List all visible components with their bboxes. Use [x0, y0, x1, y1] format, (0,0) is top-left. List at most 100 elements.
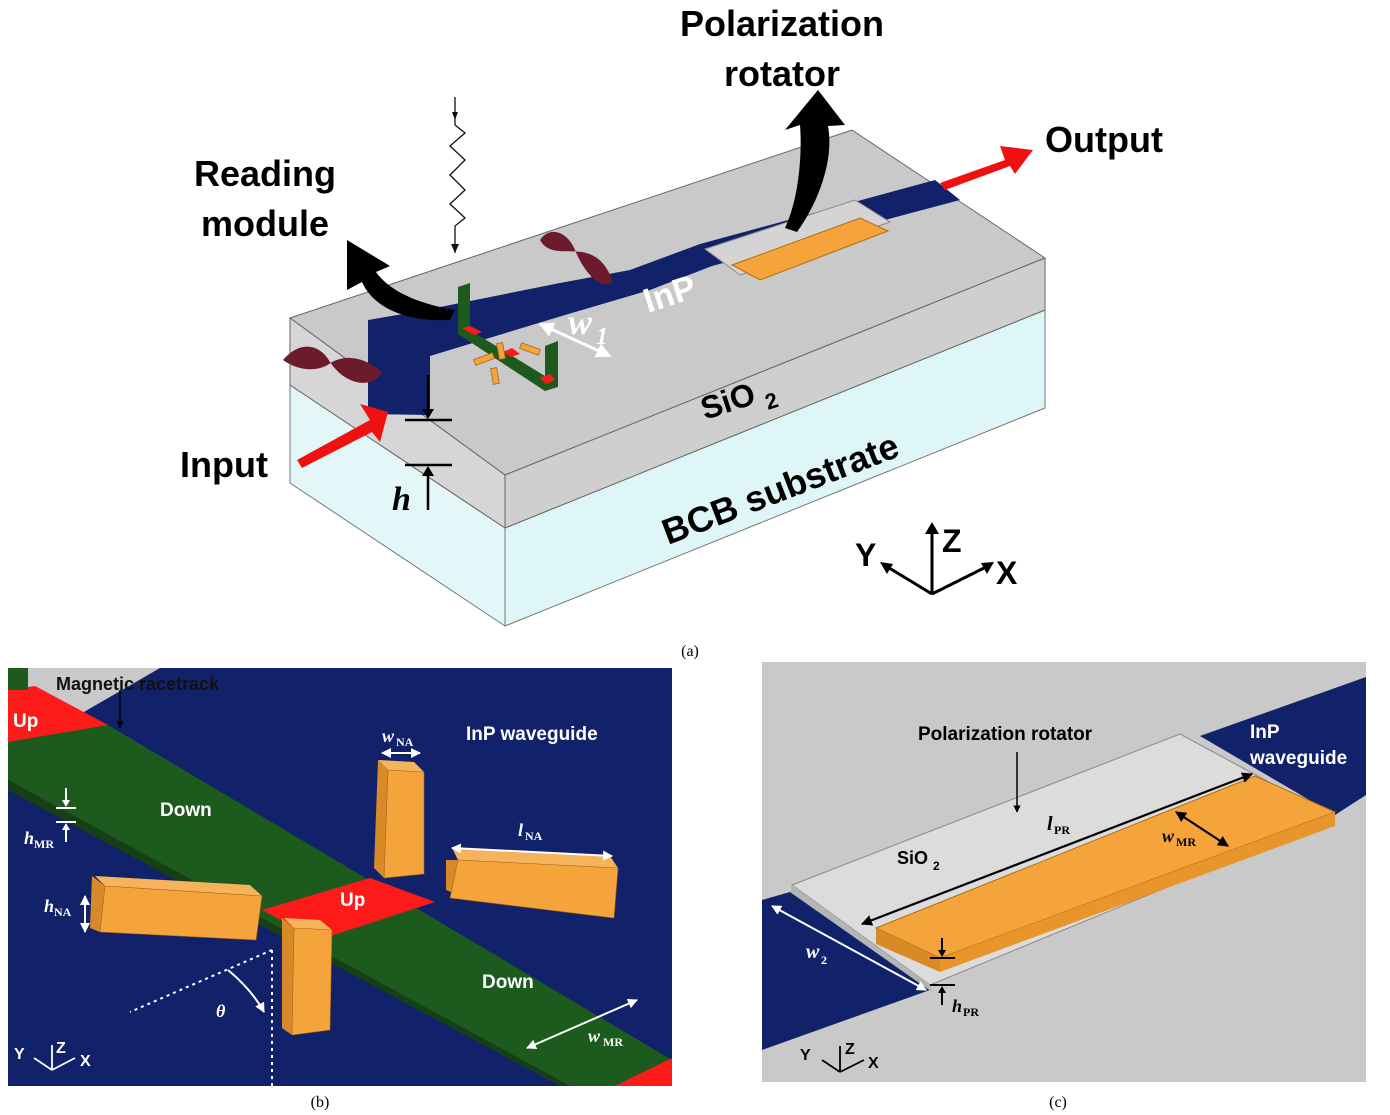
h-na-sub: NA — [54, 905, 72, 919]
l-na-sub: NA — [525, 829, 543, 843]
magnetic-racetrack-label: Magnetic racetrack — [56, 674, 220, 694]
zigzag-signal — [449, 97, 467, 253]
panel-b: Z Y X Magnetic racetrack InP waveguide U… — [8, 668, 672, 1111]
caption-b: (b) — [311, 1094, 330, 1111]
w-mr-label-b: w MR — [588, 1026, 623, 1049]
theta-ref-line — [129, 949, 273, 1013]
input-wave — [283, 346, 382, 383]
axis-x-b: X — [80, 1053, 91, 1070]
racetrack-red-3 — [540, 374, 555, 384]
nano-antenna-left — [90, 876, 263, 941]
w1-label: w 1 — [568, 302, 608, 350]
l-pr-dim — [860, 772, 1254, 926]
axes-c — [821, 1046, 865, 1073]
theta-label: θ — [216, 1001, 226, 1021]
axis-z-b: Z — [56, 1040, 66, 1057]
w-mr-base-c: w — [1162, 826, 1175, 846]
w-na-base: w — [382, 726, 395, 746]
inp-waveguide-front — [368, 320, 430, 415]
inp-label-c-1: InP — [1250, 722, 1280, 743]
w-mr-dim-c — [1175, 811, 1229, 847]
pr-gold-strip — [730, 217, 890, 281]
inp-label-c-2: waveguide — [1249, 748, 1347, 769]
racetrack-red-2 — [503, 348, 520, 357]
axis-x-c: X — [868, 1055, 879, 1072]
input-label: Input — [180, 444, 268, 485]
l-pr-label: l PR — [1047, 813, 1070, 837]
polarization-rotator-title-1: Polarization — [680, 3, 884, 44]
nano-antennas — [473, 342, 541, 385]
h-mr-base: h — [24, 828, 34, 848]
sio2-label-c: SiO 2 — [897, 848, 940, 873]
sio2-c-sub: 2 — [933, 859, 940, 873]
axis-y-b: Y — [14, 1046, 25, 1063]
axes-a — [885, 528, 989, 596]
w-mr-sub-c: MR — [1176, 835, 1196, 849]
output-label: Output — [1045, 119, 1163, 160]
polarization-rotator-title-2: rotator — [724, 53, 840, 94]
mid-wave — [540, 231, 613, 285]
racetrack-post-left — [458, 283, 470, 334]
theta-arc — [227, 969, 265, 1013]
w-mr-base-b: w — [588, 1026, 601, 1046]
axes-b — [33, 1045, 76, 1071]
axis-y-c: Y — [800, 1047, 811, 1064]
up-domain-bottom — [615, 1058, 672, 1086]
panel-c: Z Y X Polarization rotator InP waveguide… — [762, 662, 1366, 1111]
w2-dim — [771, 905, 927, 991]
h-pr-sub: PR — [963, 1005, 979, 1019]
sio2-right-face — [504, 257, 1046, 529]
racetrack-strip — [458, 330, 558, 391]
axis-z-c: Z — [845, 1041, 855, 1058]
w-na-label: w NA — [382, 726, 414, 749]
nano-antenna-bottom — [282, 918, 333, 1036]
axis-x-a: X — [996, 555, 1018, 591]
l-na-label: l NA — [518, 820, 543, 843]
w-mr-label-c: w MR — [1162, 826, 1196, 849]
h-mr-label: h MR — [24, 828, 54, 851]
w1-base: w — [568, 302, 593, 342]
w1-sub: 1 — [596, 324, 608, 350]
sio2-c-base: SiO — [897, 848, 928, 868]
h-label: h — [392, 481, 411, 518]
h-mr-sub: MR — [34, 837, 54, 851]
w2-base: w — [806, 941, 820, 963]
caption-c: (c) — [1049, 1094, 1067, 1111]
inp-strip-top-right — [1200, 677, 1366, 815]
l-na-dim — [451, 843, 613, 861]
axis-z-a: Z — [942, 523, 962, 559]
h-pr-label: h PR — [952, 996, 979, 1019]
w-na-sub: NA — [396, 735, 414, 749]
up-domain-top — [8, 686, 108, 742]
h-dimension — [405, 375, 452, 510]
l-na-base: l — [518, 820, 523, 840]
reading-module-title-1: Reading — [194, 153, 336, 194]
h-pr-base: h — [952, 996, 962, 1016]
up-label-mid: Up — [340, 890, 365, 911]
up-label-top: Up — [13, 711, 38, 732]
reading-module-arrow — [347, 240, 455, 321]
w2-label: w 2 — [806, 941, 827, 967]
w1-dimension-arrow — [538, 322, 612, 358]
inp-waveguide-label-b: InP waveguide — [466, 724, 598, 745]
h-na-label: h NA — [44, 896, 72, 919]
w-mr-dim — [526, 999, 638, 1049]
polarization-rotator-label-c: Polarization rotator — [918, 724, 1093, 745]
l-pr-sub: PR — [1054, 823, 1070, 837]
down-label-bottom: Down — [482, 972, 534, 993]
axis-y-a: Y — [855, 537, 876, 573]
nano-antenna-top — [374, 760, 425, 879]
polarization-rotator-arrow — [785, 90, 845, 232]
reading-module-title-2: module — [201, 203, 329, 244]
down-label-top: Down — [160, 800, 212, 821]
racetrack-red-1 — [462, 326, 482, 335]
caption-a: (a) — [681, 643, 699, 660]
h-na-base: h — [44, 896, 54, 916]
l-pr-base: l — [1047, 813, 1053, 835]
output-arrow — [940, 146, 1033, 190]
input-arrow — [297, 404, 388, 468]
panel-a: Polarization rotator Output Reading modu… — [180, 3, 1163, 660]
w-mr-sub-b: MR — [603, 1035, 623, 1049]
w2-sub: 2 — [821, 953, 827, 967]
